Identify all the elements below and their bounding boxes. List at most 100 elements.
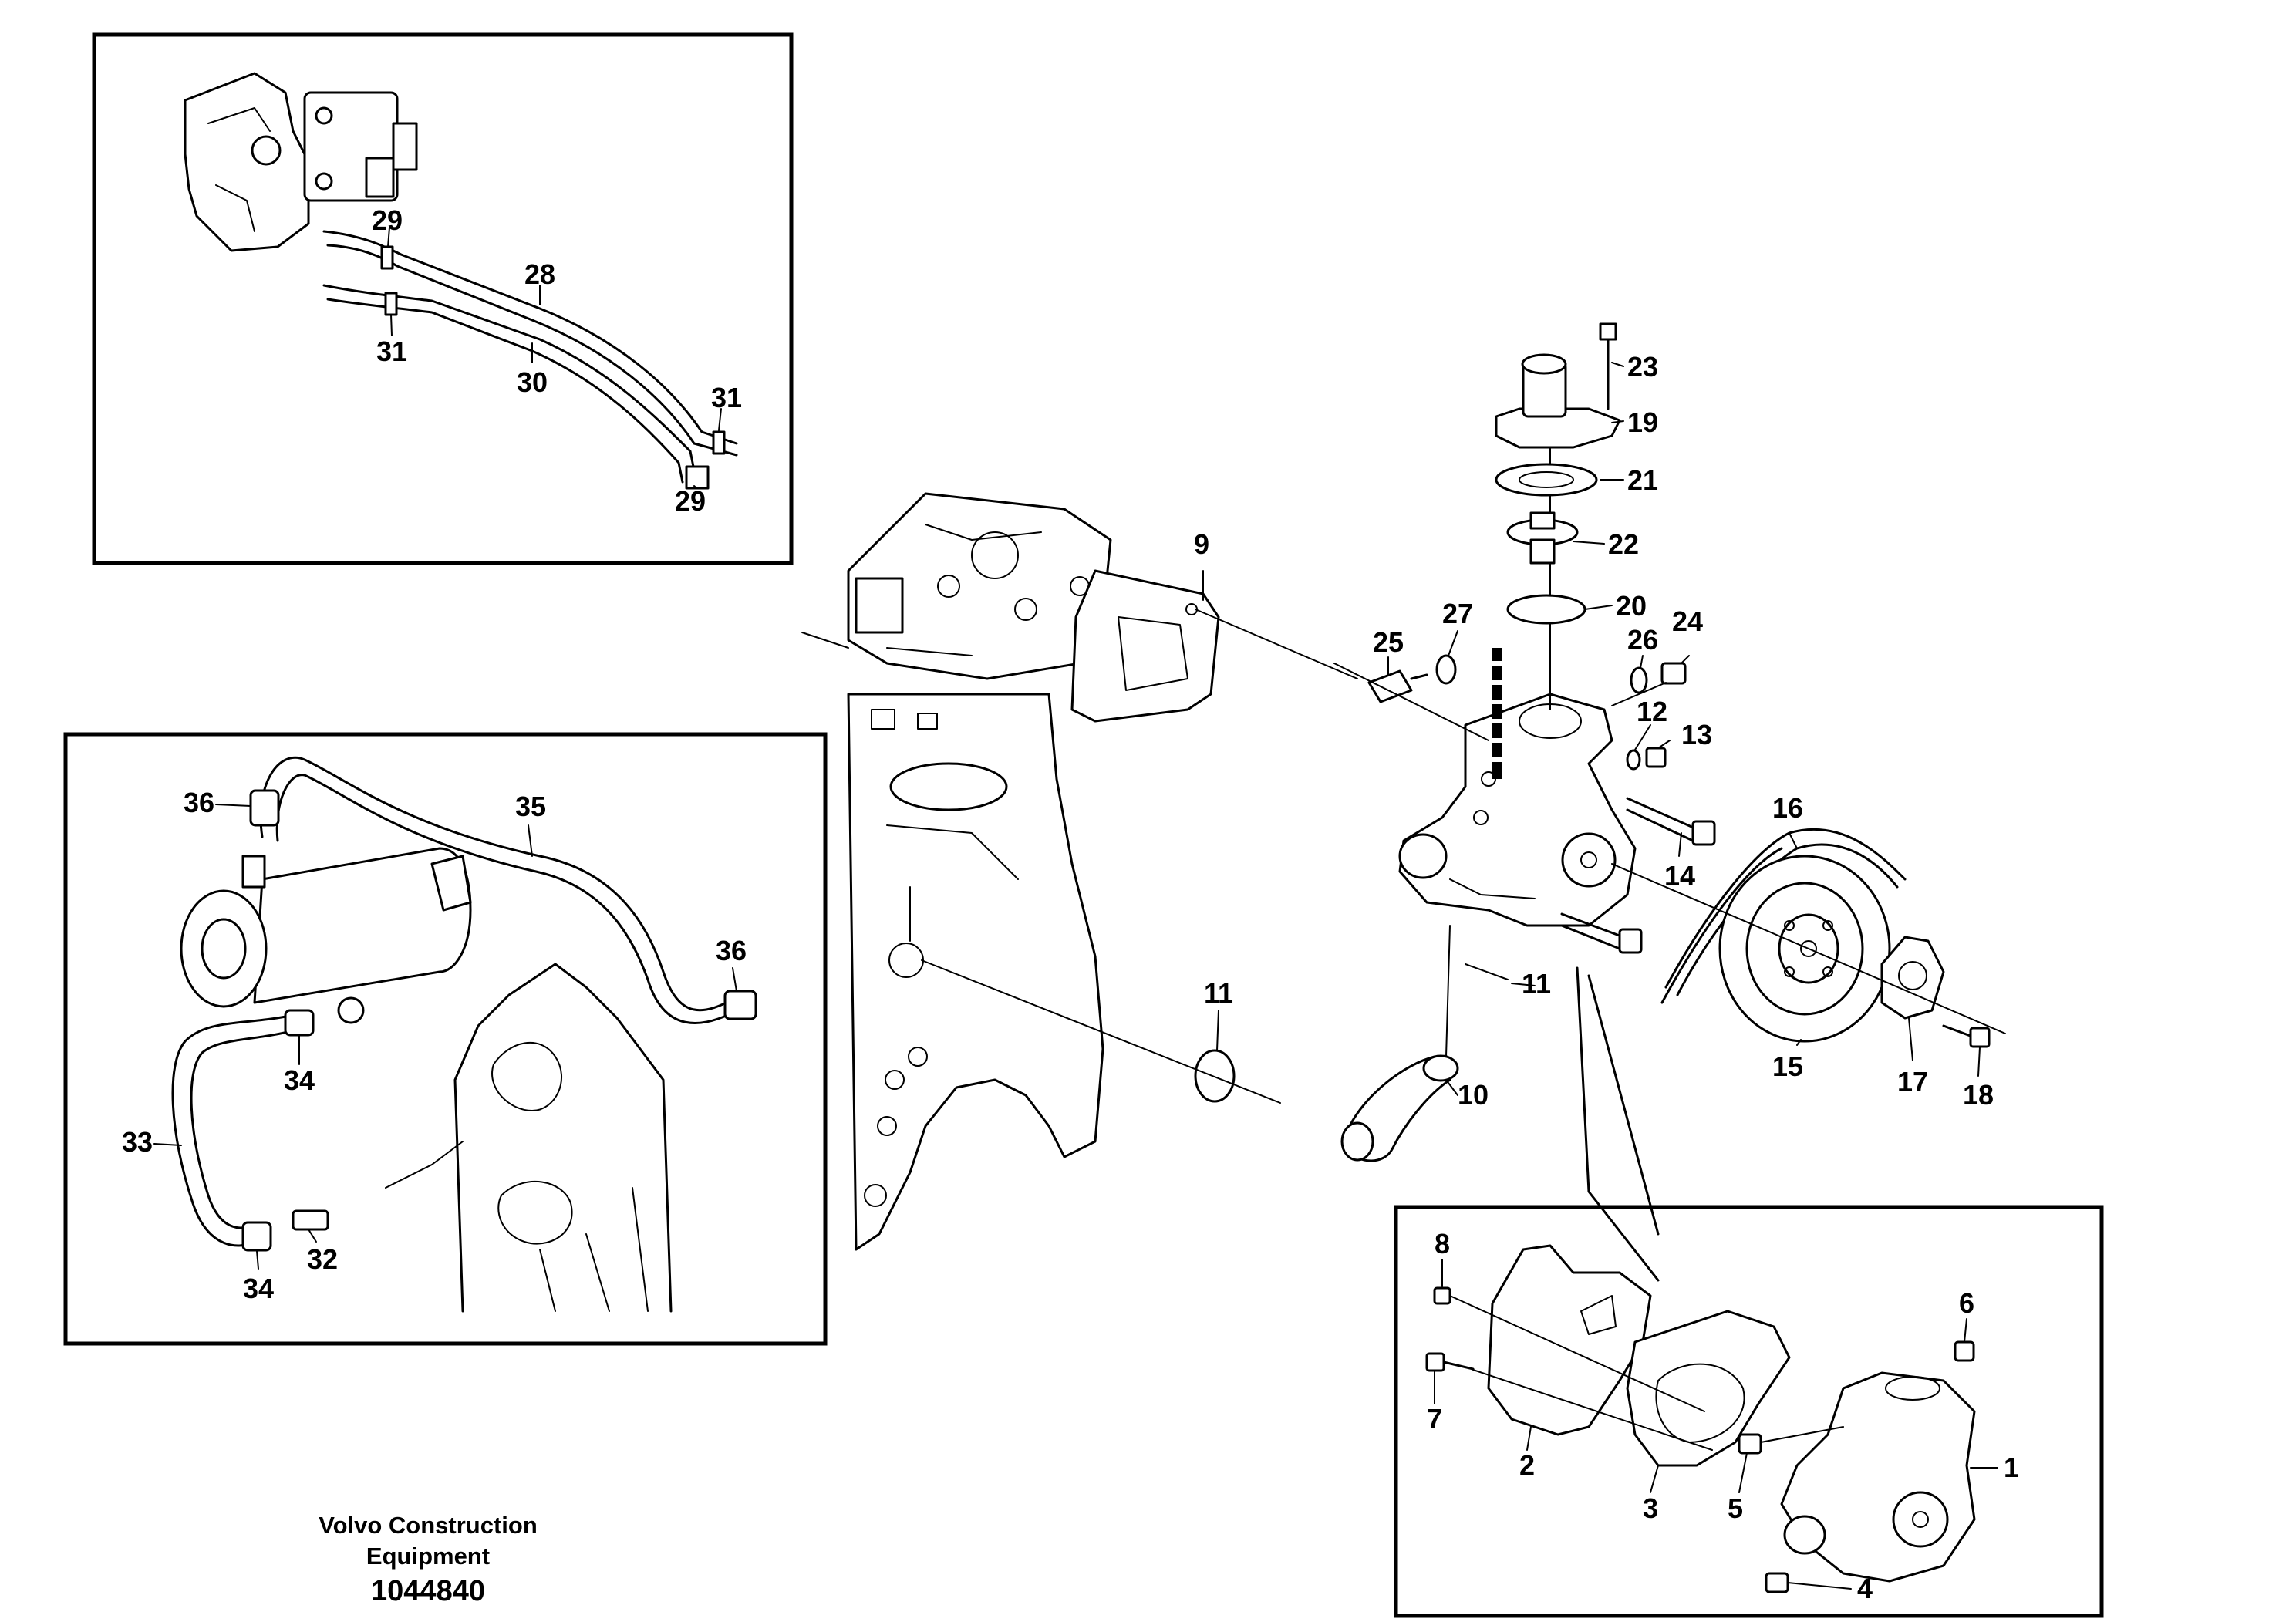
hose-clamp-34-top <box>284 1009 315 1037</box>
callout-32: 32 <box>307 1243 338 1275</box>
inset-water-pump-detail: 8 6 7 1 2 3 5 4 <box>1394 1205 2104 1618</box>
callout-6: 6 <box>1959 1287 1974 1319</box>
coolant-pipe-28 <box>322 230 738 445</box>
hose-clamp-31-left <box>384 292 398 316</box>
inset-coolant-pipes: 29 28 31 30 31 29 <box>92 32 794 565</box>
callout-7: 7 <box>1427 1403 1442 1435</box>
caption-company: Volvo Construction <box>319 1512 538 1539</box>
fitting-4 <box>1765 1572 1789 1593</box>
gasket-9 <box>1070 569 1220 723</box>
hose-clamp-34-bottom <box>241 1221 272 1252</box>
caption-company-line2: Equipment <box>366 1543 490 1570</box>
callout-16: 16 <box>1772 792 1803 824</box>
main-exploded-view: 9 11 <box>801 322 2006 1282</box>
callout-29-top: 29 <box>372 204 403 236</box>
inset-frame-left <box>63 732 828 1346</box>
plug-24 <box>1660 662 1687 685</box>
callout-8: 8 <box>1435 1228 1450 1259</box>
callout-11-right: 11 <box>1522 968 1551 1000</box>
callout-4: 4 <box>1857 1573 1873 1604</box>
inset-frame-bottom-right <box>1394 1205 2104 1618</box>
callout-11-left: 11 <box>1204 977 1233 1009</box>
plug-6 <box>1954 1340 1975 1362</box>
marker-11-right <box>1465 963 1509 980</box>
bolt-7 <box>1425 1352 1475 1372</box>
callout-24: 24 <box>1672 605 1703 637</box>
callout-10: 10 <box>1458 1079 1489 1111</box>
hose-35 <box>259 757 742 1012</box>
callout-30: 30 <box>517 366 548 398</box>
nipple-5 <box>1738 1433 1762 1455</box>
caption: Volvo Construction Equipment 1044840 <box>319 1512 538 1607</box>
seal-ring-20 <box>1506 594 1586 625</box>
callout-14: 14 <box>1664 860 1695 892</box>
callout-23: 23 <box>1627 351 1658 383</box>
egr-valve-housing <box>184 72 418 252</box>
callout-36-top: 36 <box>184 787 214 818</box>
hose-clamp-36-right <box>723 990 757 1020</box>
callout-17: 17 <box>1897 1066 1928 1098</box>
callout-9: 9 <box>1194 528 1209 560</box>
temperature-sender-25 <box>1367 669 1428 703</box>
caption-drawing-number: 1044840 <box>371 1575 485 1607</box>
nipple-32 <box>292 1209 329 1231</box>
thermostat-22 <box>1506 511 1579 565</box>
bolt-23 <box>1599 322 1617 410</box>
detail-zoom-lines <box>1576 966 1660 1282</box>
bolt-18 <box>1942 1024 1991 1048</box>
callout-31-left: 31 <box>376 336 407 367</box>
callout-35: 35 <box>515 791 546 822</box>
callout-5: 5 <box>1728 1492 1743 1524</box>
gasket-3 <box>1626 1310 1791 1467</box>
cylinder-head <box>801 492 1112 680</box>
callout-28: 28 <box>524 258 555 290</box>
inset-frame-top-left <box>92 32 794 565</box>
callout-12: 12 <box>1637 696 1667 727</box>
callout-2: 2 <box>1519 1449 1535 1481</box>
bolt-14-lower <box>1560 912 1643 954</box>
bolt-14 <box>1626 797 1716 846</box>
back-plate-2 <box>1487 1244 1652 1436</box>
inset-egr-cooler: 36 35 36 34 33 32 34 <box>63 732 828 1346</box>
callout-36-right: 36 <box>716 935 747 966</box>
callout-29-bottom: 29 <box>675 485 706 517</box>
water-pump-1 <box>1780 1371 1976 1583</box>
callout-27: 27 <box>1442 598 1473 629</box>
callout-19: 19 <box>1627 406 1658 438</box>
hose-33 <box>171 1013 298 1247</box>
gasket-21 <box>1495 463 1598 497</box>
callout-13: 13 <box>1681 719 1712 750</box>
egr-cooler <box>180 847 472 1008</box>
hose-clamp-31-right <box>712 430 726 455</box>
thermostat-housing-19 <box>1495 353 1621 449</box>
callout-31-right: 31 <box>711 382 742 413</box>
hose-clamp-29-upper <box>380 245 394 270</box>
callout-18: 18 <box>1963 1079 1994 1111</box>
washer-12 <box>1626 749 1641 771</box>
engine-block <box>847 693 1104 1251</box>
callout-34-top: 34 <box>284 1064 315 1096</box>
bolt-13 <box>1645 747 1667 768</box>
callout-1: 1 <box>2004 1452 2019 1483</box>
v-belt-16 <box>1664 828 1907 989</box>
callout-34-bottom: 34 <box>243 1273 274 1304</box>
callout-33: 33 <box>122 1126 153 1158</box>
coolant-pipe-30 <box>322 284 696 472</box>
callout-21: 21 <box>1627 464 1658 496</box>
callout-15: 15 <box>1772 1050 1803 1082</box>
callout-26: 26 <box>1627 624 1658 656</box>
water-pump-housing <box>1398 648 1637 927</box>
callout-3: 3 <box>1643 1492 1658 1524</box>
o-ring-11 <box>1194 1049 1236 1103</box>
pulley-15 <box>1718 855 1891 1043</box>
bolt-8 <box>1433 1286 1451 1305</box>
engine-block-detail <box>385 963 673 1313</box>
coolant-hose-10 <box>1340 925 1459 1162</box>
callout-22: 22 <box>1608 528 1639 560</box>
washer-27 <box>1435 654 1457 685</box>
hub-17 <box>1880 936 1945 1020</box>
hose-clamp-36-top <box>249 789 280 827</box>
hose-clamp-29-lower <box>685 465 710 490</box>
washer-26 <box>1630 666 1648 694</box>
